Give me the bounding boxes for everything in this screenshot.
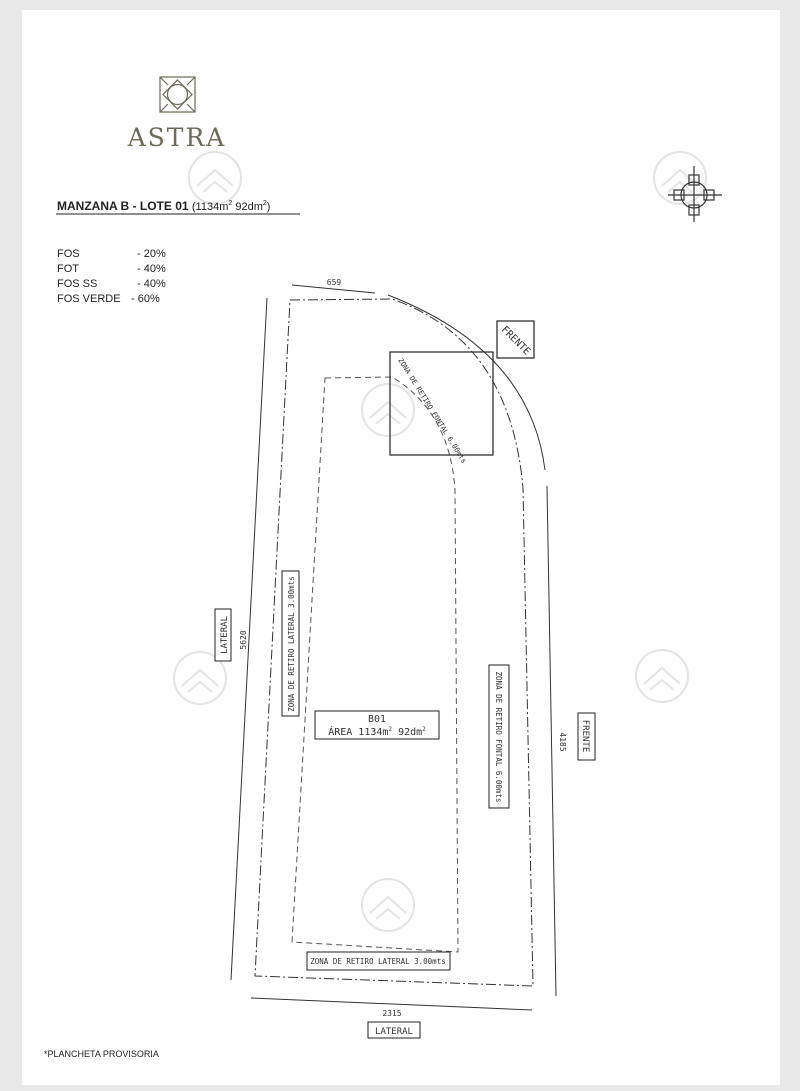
lateral-bottom-label: LATERAL (375, 1027, 413, 1037)
lateral-setback-left-box (281, 570, 300, 717)
watermark-icon (188, 151, 242, 205)
dim-top-line (291, 284, 376, 294)
front-setback-label: ZONA DE RETIRO FONTAL 6.00mts (396, 357, 468, 465)
building-envelope (291, 376, 459, 953)
index-label: FOT (57, 263, 79, 275)
front-setback-right-label: ZONA DE RETIRO FONTAL 6.00mts (494, 672, 503, 803)
dim-left: 5620 (239, 630, 248, 649)
building-area-mid: 92dm (392, 727, 422, 738)
watermark-icon (361, 383, 415, 437)
index-value: - 20% (137, 248, 166, 260)
index-value: - 40% (137, 278, 166, 290)
astra-logo-icon (159, 76, 196, 113)
lot-area-close: ) (267, 201, 271, 213)
front-setback-zone (389, 351, 494, 456)
watermarks (173, 151, 707, 932)
lateral-left-box (214, 608, 232, 662)
dim-right: 4185 (558, 732, 567, 751)
brand-name: ASTRA (127, 123, 227, 152)
building-area-sup2: 2 (422, 726, 426, 733)
watermark-icon (173, 651, 227, 705)
lateral-setback-bottom-box (306, 951, 451, 971)
index-label: FOS VERDE (57, 293, 121, 305)
watermark-icon (635, 649, 689, 703)
index-value: - 60% (131, 293, 160, 305)
lot-title-text: MANZANA B - LOTE 01 (57, 199, 192, 213)
building-area-sup1: 2 (388, 726, 392, 733)
lateral-setback-left-label: ZONA DE RETIRO LATERAL 3.00mts (287, 576, 296, 711)
lateral-bottom-box (367, 1021, 421, 1039)
lot-area-mid: 92dm (232, 201, 263, 213)
lot-title: MANZANA B - LOTE 01 (1134m2 92dm2) (57, 199, 270, 213)
building-area: ÁREA 1134m2 92dm2 (328, 725, 426, 738)
dim-bottom-line (250, 997, 533, 1011)
dim-top: 659 (327, 278, 342, 287)
dim-left-line (230, 297, 268, 981)
frente-right-box (577, 712, 596, 761)
lot-boundary (254, 298, 534, 987)
watermark-icon (361, 878, 415, 932)
building-area-prefix: ÁREA 1134m (328, 725, 388, 738)
index-label: FOS SS (57, 278, 97, 290)
front-setback-right-box (488, 664, 510, 809)
provisional-note: *PLANCHETA PROVISORIA (44, 1049, 159, 1059)
frente-right-label: FRENTE (580, 720, 590, 753)
lot-area-open: (1134m (192, 201, 228, 213)
dim-front-arc (387, 294, 546, 471)
building-area-box (314, 710, 440, 740)
dim-right-line (546, 485, 557, 997)
compass-icon (668, 166, 722, 222)
lot-area-sup-dm: 2 (263, 200, 267, 207)
dim-bottom: 2315 (382, 1009, 401, 1018)
watermark-icon (653, 151, 707, 205)
building-code: B01 (368, 714, 386, 725)
lateral-left-label: LATERAL (220, 616, 230, 654)
plan-sheet (22, 10, 780, 1085)
index-value: - 40% (137, 263, 166, 275)
index-label: FOS (57, 248, 80, 260)
lot-area-sup-m: 2 (228, 200, 232, 207)
frente-top-box (496, 320, 535, 359)
lateral-setback-bottom-label: ZONA DE RETIRO LATERAL 3.00mts (310, 957, 445, 966)
zoning-indices: FOS - 20% FOT - 40% FOS SS - 40% FOS VER… (57, 248, 166, 305)
